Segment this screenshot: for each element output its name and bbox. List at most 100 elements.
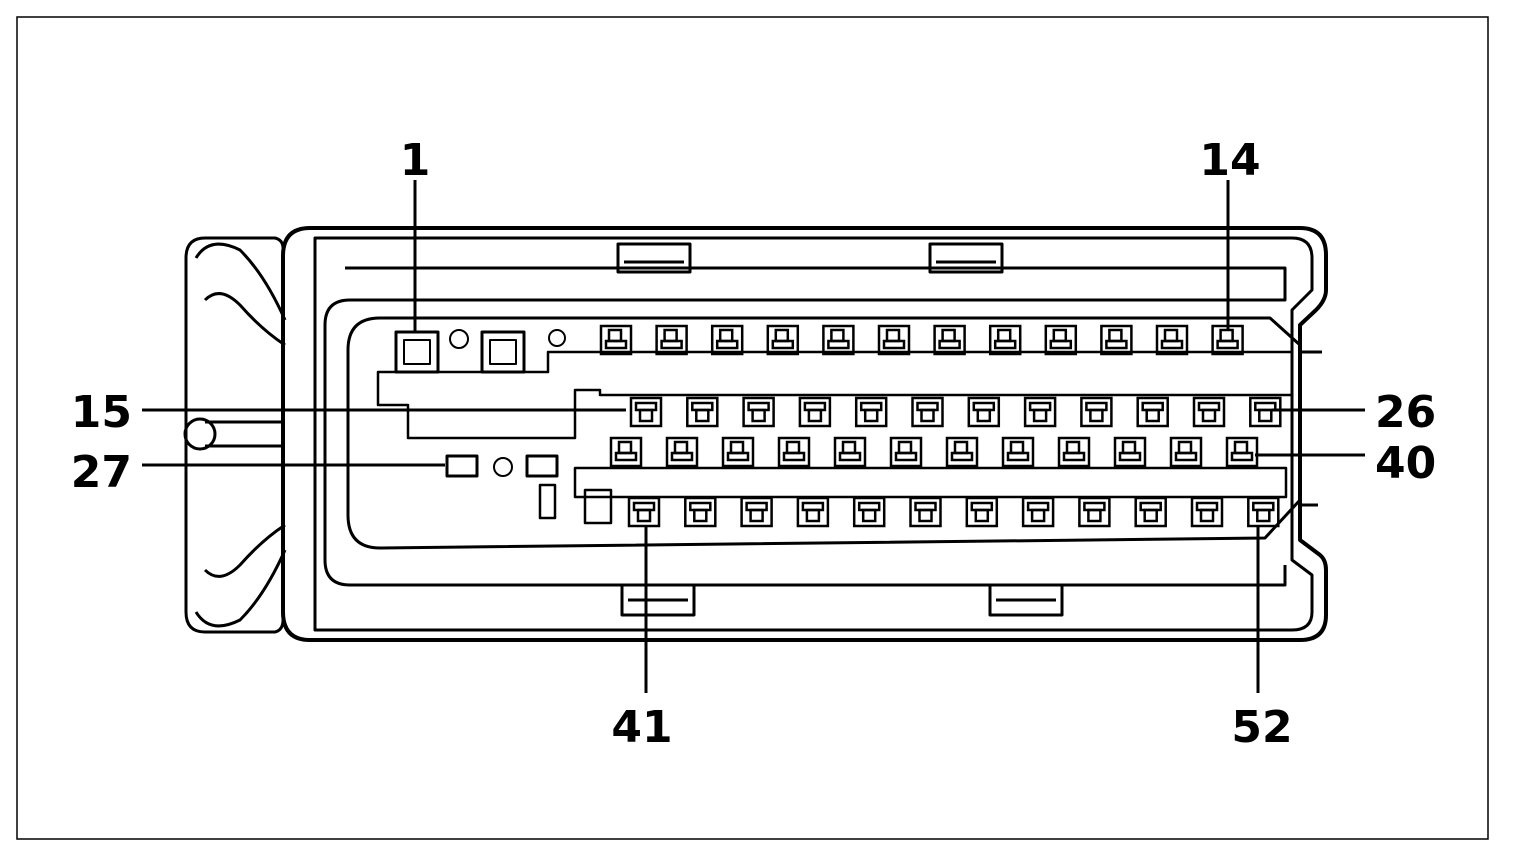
cavity-outline <box>854 396 888 428</box>
row-15-26-cavity <box>742 396 775 428</box>
row-1-14-cavity <box>1100 324 1133 356</box>
key-hole-1 <box>449 329 469 349</box>
cavity-outline <box>798 396 832 428</box>
cavity-contact <box>1065 440 1081 455</box>
cavity-contact <box>1230 451 1254 462</box>
cavity-contact <box>1118 451 1142 462</box>
cavity-outline <box>599 324 633 356</box>
cavity-outline <box>1247 496 1280 528</box>
cavity-outline <box>655 324 688 356</box>
key-square-1-inner <box>403 339 431 365</box>
cavity-contact <box>993 339 1017 350</box>
cavity-outline <box>1080 396 1113 428</box>
cavity-contact <box>617 440 633 455</box>
cavity-contact <box>638 408 654 423</box>
row-41-52-cavity <box>965 496 999 528</box>
cavity-contact <box>1254 401 1277 412</box>
cavity-contact <box>1030 508 1046 523</box>
cavity-outline <box>740 496 773 528</box>
row-1-14-cavity <box>766 324 800 356</box>
cavity-outline <box>721 436 755 468</box>
cavity-outline <box>1023 396 1057 428</box>
cavity-contact <box>636 508 652 523</box>
cavity-contact <box>857 501 881 512</box>
row-15-26-cavity <box>798 396 832 428</box>
cavity-outline <box>1225 436 1259 468</box>
cavity-contact <box>689 501 712 512</box>
cavity-outline <box>889 436 923 468</box>
row-1-14-cavity <box>988 324 1022 356</box>
row-1-14-cavity <box>877 324 911 356</box>
cavity-contact <box>1052 328 1068 343</box>
label-pin-1: 1 <box>400 135 431 186</box>
cavity-contact <box>1174 451 1198 462</box>
label-pin-27: 27 <box>71 447 132 498</box>
housing-inner-3 <box>346 316 1302 550</box>
cavity-outline <box>965 496 999 528</box>
label-pin-15: 15 <box>71 387 132 438</box>
cavity-outline <box>1190 496 1224 528</box>
row-1-14-cavity <box>1044 324 1078 356</box>
leader-lines <box>142 180 1365 693</box>
cavity-outline <box>911 396 944 428</box>
cavity-contact <box>774 328 790 343</box>
left-latch-curve-upper <box>194 242 287 321</box>
top-tab-left <box>616 242 692 274</box>
cavity-contact <box>1085 401 1108 412</box>
row-1-14-cavity <box>655 324 688 356</box>
cavity-outline <box>1057 436 1091 468</box>
latch-pivot <box>183 417 217 451</box>
cavity-outline <box>909 496 942 528</box>
cavity-outline <box>1192 396 1226 428</box>
cavity-contact <box>938 339 961 350</box>
cavity-outline <box>1044 324 1078 356</box>
row-15-26-cavity <box>686 396 719 428</box>
cavity-contact <box>807 408 823 423</box>
cavity-outline <box>777 436 811 468</box>
housing-outer <box>281 226 1328 642</box>
row-41-52-cavity <box>1247 496 1280 528</box>
row-15-26-cavity <box>854 396 888 428</box>
housing-inner-1 <box>313 236 1314 632</box>
cavity-contact <box>1145 408 1160 423</box>
cavity-contact <box>695 408 710 423</box>
row-1-14-cavity <box>599 324 633 356</box>
left-latch-curve-upper-inner <box>203 292 286 347</box>
cavity-contact <box>670 451 694 462</box>
key-square-2-inner <box>489 339 517 365</box>
cavity-contact <box>1083 501 1106 512</box>
cavity-contact <box>916 401 939 412</box>
row-27-40-cavity <box>1169 436 1203 468</box>
cavity-contact <box>1121 440 1137 455</box>
row-41-52-cavity <box>1078 496 1111 528</box>
cavity-contact <box>634 401 658 412</box>
cavity-contact <box>1197 401 1221 412</box>
row-27-40-cavity <box>1113 436 1147 468</box>
row-1-14-cavity <box>1155 324 1189 356</box>
cavity-contact <box>830 328 845 343</box>
cavity-contact <box>1141 401 1164 412</box>
cavity-outline <box>710 324 744 356</box>
cavity-outline <box>1078 496 1111 528</box>
cavity-contact <box>1032 408 1048 423</box>
cavity-contact <box>972 401 996 412</box>
row-27-40-cavity <box>833 436 867 468</box>
cavity-contact <box>805 508 821 523</box>
label-pin-40: 40 <box>1375 438 1436 489</box>
left-latch-curve-lower <box>194 549 287 628</box>
cavity-contact <box>885 328 901 343</box>
row-41-52-cavity <box>796 496 830 528</box>
row-15-26-cavity <box>911 396 944 428</box>
cavity-contact <box>693 508 708 523</box>
bottom-tab-right <box>988 583 1064 617</box>
cavity-outline <box>1100 324 1133 356</box>
row-15-26-cavity <box>1080 396 1113 428</box>
cavity-contact <box>918 508 933 523</box>
cavity-contact <box>920 408 935 423</box>
row-27-40-cavity <box>721 436 755 468</box>
row-27-40-cavity <box>1225 436 1259 468</box>
row-27-40-cavity <box>889 436 923 468</box>
row-41-52-cavity <box>627 496 661 528</box>
pin-cavities <box>599 324 1282 528</box>
